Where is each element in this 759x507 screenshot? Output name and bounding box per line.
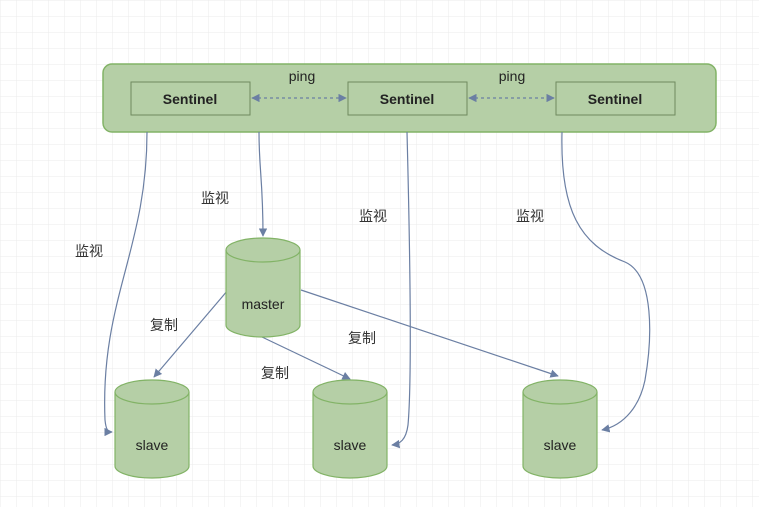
sentinel-label: Sentinel	[380, 91, 434, 107]
slave-node-3: slave	[522, 379, 598, 479]
sentinel-node-1: Sentinel	[130, 81, 251, 116]
monitor-edge-slave-1	[104, 131, 148, 437]
monitor-edge-slave-3	[561, 131, 651, 433]
replicate-edge-1	[153, 289, 229, 378]
ping-label: ping	[499, 68, 525, 84]
monitor-edge-slave-2	[391, 131, 411, 449]
monitor-edge-master	[258, 131, 268, 237]
ping-label: ping	[289, 68, 315, 84]
slave-label: slave	[544, 437, 577, 453]
monitor-label: 监视	[359, 209, 387, 225]
monitor-label: 监视	[516, 209, 544, 225]
slave-label: slave	[136, 437, 169, 453]
replicate-label: 复制	[348, 330, 376, 347]
replicate-edge-2	[261, 336, 351, 380]
replicate-edge-3	[300, 289, 559, 378]
sentinel-label: Sentinel	[163, 91, 217, 107]
sentinel-label: Sentinel	[588, 91, 642, 107]
master-label: master	[242, 296, 285, 312]
monitor-label: 监视	[201, 191, 229, 207]
replicate-label: 复制	[150, 317, 178, 334]
master-node: master	[225, 237, 301, 338]
sentinel-node-3: Sentinel	[555, 81, 676, 116]
sentinel-node-2: Sentinel	[347, 81, 468, 116]
replicate-label: 复制	[261, 365, 289, 382]
monitor-label: 监视	[75, 244, 103, 260]
slave-node-1: slave	[114, 379, 190, 479]
slave-label: slave	[334, 437, 367, 453]
slave-node-2: slave	[312, 379, 388, 479]
